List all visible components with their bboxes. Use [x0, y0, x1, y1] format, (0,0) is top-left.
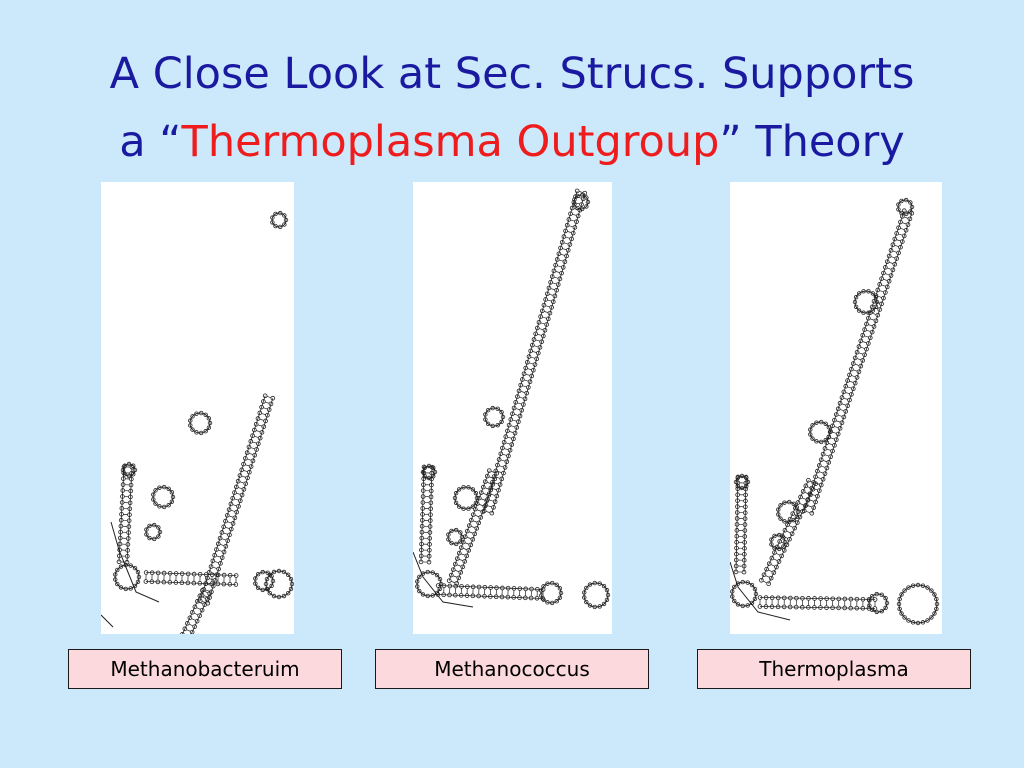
structure-panel-methanobacterium [101, 182, 294, 634]
helix-stem [180, 588, 212, 634]
loop-ring [253, 569, 276, 593]
loop-ring [733, 473, 751, 491]
helix-stem [801, 208, 915, 516]
loop-ring [776, 499, 801, 525]
helix-stem [116, 464, 135, 565]
loop-ring [867, 591, 890, 615]
loop-ring [896, 582, 940, 626]
helix-stem [757, 595, 878, 611]
title-line-1: A Close Look at Sec. Strucs. Supports [0, 53, 1024, 96]
rna-structure-thermoplasma [730, 197, 940, 626]
loop-ring [446, 527, 465, 547]
helix-stem [446, 468, 500, 586]
loop-ring [852, 289, 880, 315]
loop-ring [188, 410, 213, 436]
title-line-2: a “Thermoplasma Outgroup” Theory [0, 121, 1024, 164]
loop-ring [151, 484, 176, 510]
helix-stem [435, 583, 546, 601]
helix-stem [733, 474, 749, 575]
loop-ring [572, 192, 591, 212]
loop-ring [769, 532, 788, 552]
loop-ring [452, 485, 480, 511]
loop-ring [144, 522, 163, 542]
helix-stem [143, 570, 239, 587]
loop-ring [263, 568, 294, 600]
helix-stem [759, 477, 818, 587]
loop-ring [483, 405, 506, 429]
label-thermoplasma: Thermoplasma [697, 649, 971, 689]
label-text-thermoplasma: Thermoplasma [759, 657, 909, 681]
structure-panel-methanococcus [413, 182, 612, 634]
loop-ring [420, 463, 438, 481]
helix-stem [481, 188, 588, 516]
label-methanococcus: Methanococcus [375, 649, 649, 689]
rna-structure-methanococcus [413, 188, 611, 610]
loop-ring [582, 580, 611, 610]
rna-structure-methanobacterium [101, 210, 294, 634]
loop-ring [113, 562, 142, 592]
loop-ring [270, 210, 289, 230]
title-text-2-suffix: ” Theory [719, 117, 905, 167]
label-methanobacterium: Methanobacteruim [68, 649, 342, 689]
label-text-methanococcus: Methanococcus [434, 657, 590, 681]
title-text-2-prefix: a “ [119, 117, 182, 167]
structure-panel-thermoplasma [730, 182, 942, 634]
label-text-methanobacterium: Methanobacteruim [110, 657, 300, 681]
loop-ring [808, 419, 833, 445]
title-text-1: A Close Look at Sec. Strucs. Supports [109, 49, 915, 99]
loop-ring [539, 580, 564, 606]
title-highlight: Thermoplasma Outgroup [181, 117, 720, 167]
helix-stem [418, 464, 435, 565]
loop-ring [120, 461, 138, 479]
loop-ring [896, 197, 915, 217]
